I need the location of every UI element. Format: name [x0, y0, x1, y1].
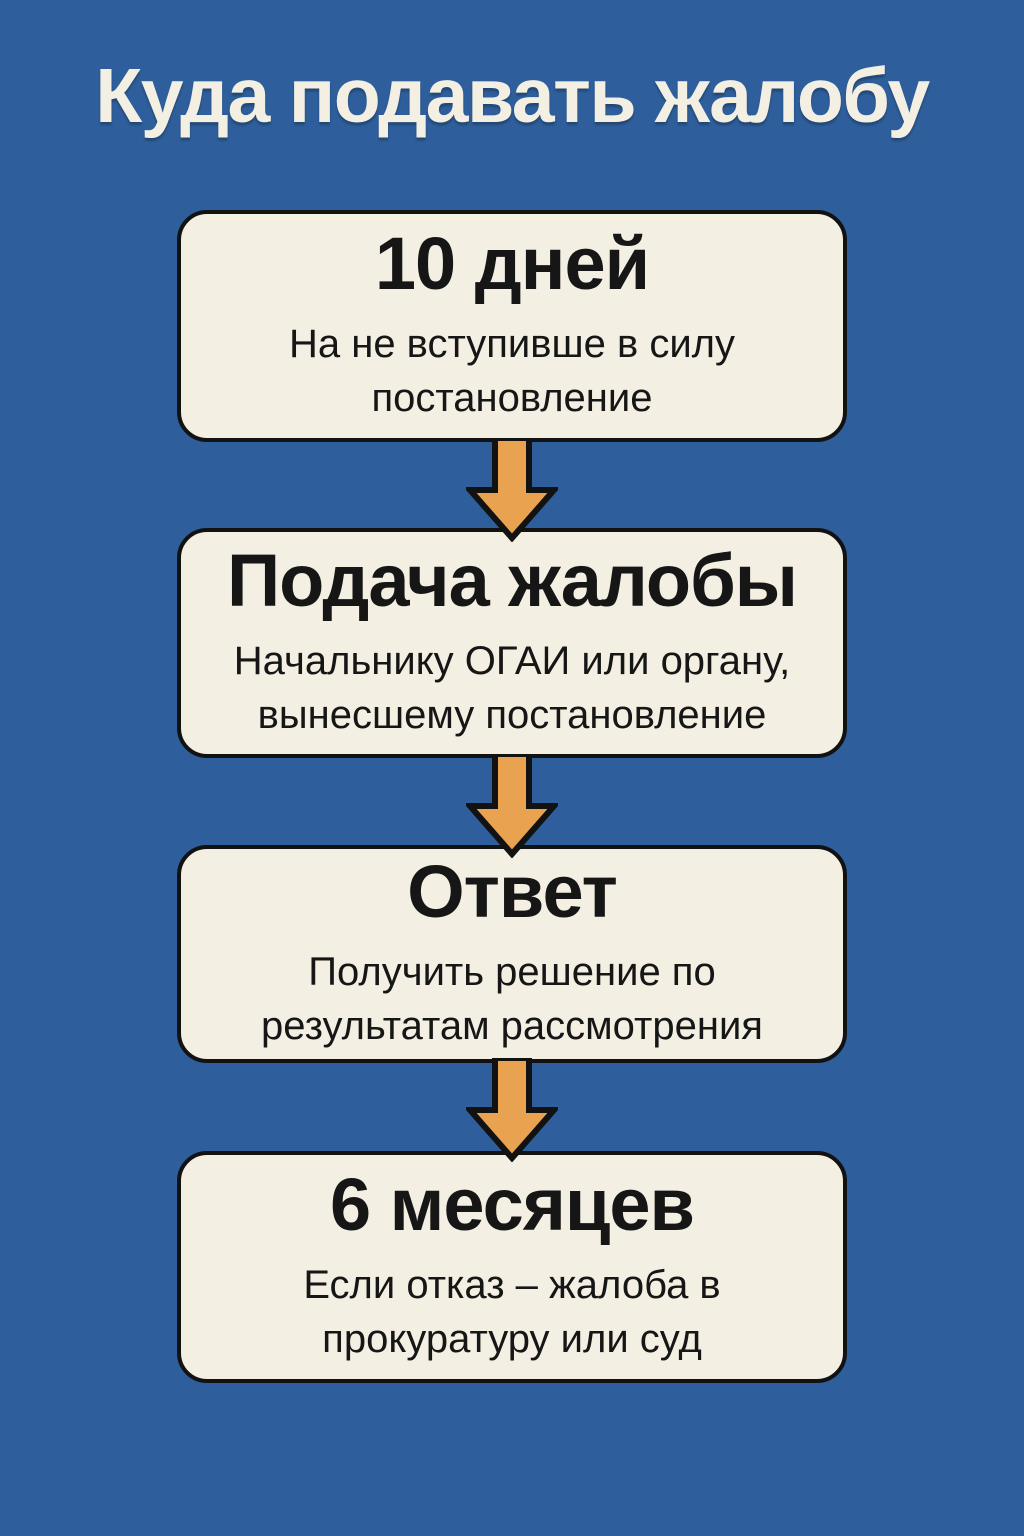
down-arrow-icon [466, 438, 558, 542]
step-box-filing: Подача жалобы Начальнику ОГАИ или органу… [177, 528, 847, 758]
step-description: Получить решение по результатам рассмотр… [261, 950, 763, 1049]
step-box-6-months: 6 месяцев Если отказ – жалоба в прокурат… [177, 1151, 847, 1383]
down-arrow-icon [466, 754, 558, 858]
step-box-10-days: 10 дней На не вступивше в силу постановл… [177, 210, 847, 442]
down-arrow-icon [466, 1058, 558, 1162]
step-heading: 10 дней [374, 222, 650, 306]
step-description: Если отказ – жалоба в прокуратуру или су… [303, 1263, 721, 1362]
step-description: На не вступивше в силу постановление [288, 322, 735, 421]
step-description: Начальнику ОГАИ или органу, вынесшему по… [233, 639, 791, 738]
step-box-answer: Ответ Получить решение по результатам ра… [177, 845, 847, 1063]
step-heading: Ответ [407, 850, 618, 934]
step-heading: 6 месяцев [329, 1163, 695, 1247]
step-heading: Подача жалобы [226, 539, 798, 623]
page-title: Куда подавать жалобу [95, 53, 930, 139]
